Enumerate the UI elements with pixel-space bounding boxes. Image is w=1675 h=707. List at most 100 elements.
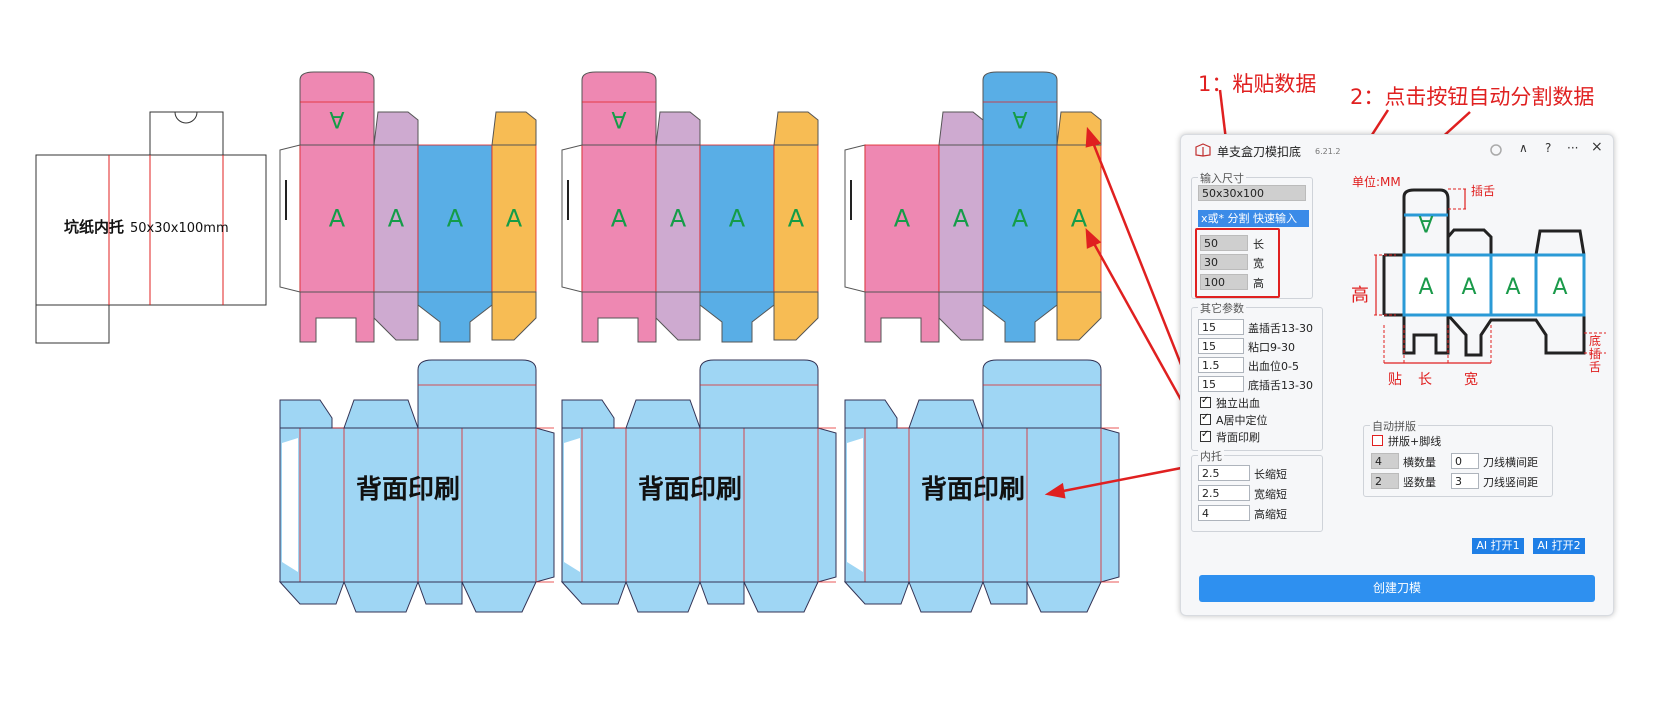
bottom-flap (699, 581, 745, 605)
top-flap (561, 399, 615, 429)
auto-layout-label: 自动拼版 (1370, 418, 1418, 434)
bottom-flap (560, 581, 627, 605)
top-lid (982, 71, 1058, 146)
help-button[interactable]: ? (1545, 141, 1552, 155)
top-flap (279, 399, 333, 429)
h-gap-input[interactable]: 0 (1451, 453, 1479, 469)
layout-footline-checkbox[interactable] (1372, 435, 1383, 446)
box-panel (373, 144, 419, 293)
bottom-flap (982, 581, 1028, 605)
top-flap (343, 399, 419, 429)
back-body (561, 427, 837, 583)
dust-flap (491, 111, 537, 146)
glue-flap (844, 144, 866, 293)
h-count-input[interactable]: 4 (1371, 453, 1399, 469)
bottom-flap (938, 291, 984, 341)
glue-flap (561, 144, 583, 293)
back-print-label: 背面印刷 (356, 475, 460, 505)
ai-open-2-button[interactable]: AI 打开2 (1533, 538, 1585, 554)
back-glue (282, 438, 298, 572)
tray-width-input[interactable]: 2.5 (1198, 485, 1250, 501)
annotation-step1: 1：粘贴数据 (1198, 72, 1317, 96)
top-lid (299, 71, 375, 146)
bottom-flap (299, 291, 375, 343)
bottom-flap (982, 291, 1058, 343)
box-panel (938, 144, 984, 293)
bottom-tongue-input[interactable]: 15 (1198, 376, 1244, 392)
panel-letter: A (611, 205, 628, 233)
input-size-label: 输入尺寸 (1198, 170, 1246, 186)
tray-length-input[interactable]: 2.5 (1198, 465, 1250, 481)
panel-letter: A (1071, 205, 1088, 233)
bottom-flap (343, 581, 419, 613)
height-input[interactable]: 100 (1200, 274, 1248, 290)
dust-flap (773, 111, 819, 146)
v-gap-input[interactable]: 3 (1451, 473, 1479, 489)
width-input[interactable]: 30 (1200, 254, 1248, 270)
panel-letter: A (329, 205, 346, 233)
box-panel (773, 144, 819, 293)
bottom-flap (773, 291, 819, 341)
unit-label: 单位:MM (1352, 175, 1401, 189)
tray-height-input[interactable]: 4 (1198, 505, 1250, 521)
box-panel (299, 144, 375, 293)
bottom-flap (625, 581, 701, 613)
back-print-label: 背面印刷 (1216, 431, 1260, 444)
tray-width-label: 宽缩短 (1254, 488, 1287, 501)
panel-letter: A (506, 205, 523, 233)
tray-label: 坑纸内托 (64, 218, 124, 236)
bottom-flap (743, 581, 819, 613)
tray-group: 内托 (1191, 448, 1323, 532)
app-window: 单支盒刀模扣底 6.21.2 ∧ ? ··· × 输入尺寸 50x30x100 … (1180, 134, 1614, 616)
bleed-label: 出血位0-5 (1248, 360, 1299, 373)
paste-size-input[interactable]: 50x30x100 (1198, 185, 1306, 201)
back-print-label: 背面印刷 (921, 475, 1025, 505)
top-flap (908, 399, 984, 429)
separate-bleed-label: 独立出血 (1216, 397, 1260, 410)
glue-label: 粘口9-30 (1248, 341, 1295, 354)
svg-text:A: A (1552, 275, 1567, 300)
svg-text:A: A (1505, 275, 1520, 300)
diagram-height-label: 高 (1351, 285, 1369, 306)
more-button[interactable]: ··· (1567, 141, 1579, 155)
tray-group-label: 内托 (1198, 448, 1224, 464)
top-flap (844, 399, 898, 429)
dimension-box-highlight (1195, 228, 1280, 298)
create-dieline-button[interactable]: 创建刀模 (1199, 575, 1595, 602)
separate-bleed-checkbox[interactable] (1200, 395, 1211, 408)
tray-length-label: 长缩短 (1254, 468, 1287, 481)
bleed-input[interactable]: 1.5 (1198, 357, 1244, 373)
length-input[interactable]: 50 (1200, 235, 1248, 251)
back-print-box-dieline: 背面印刷 (843, 359, 1120, 613)
panel-letter: A (670, 205, 687, 233)
diagram-width-label: 宽 (1464, 372, 1478, 388)
back-body (844, 427, 1120, 583)
lid-letter: A (611, 106, 626, 131)
bottom-flap (417, 291, 493, 343)
panel-letter: A (788, 205, 805, 233)
glue-input[interactable]: 15 (1198, 338, 1244, 354)
top-lid (417, 359, 537, 429)
back-print-box-dieline: 背面印刷 (560, 359, 837, 613)
tray-dieline (35, 111, 267, 344)
height-label: 高 (1253, 277, 1264, 290)
quick-split-button[interactable]: x或* 分割 快速输入 (1198, 210, 1309, 227)
input-size-group: 输入尺寸 (1191, 170, 1313, 299)
top-tongue-input[interactable]: 15 (1198, 319, 1244, 335)
top-lid (699, 359, 819, 429)
v-gap-label: 刀线竖间距 (1483, 476, 1538, 489)
panel-letter: A (447, 205, 464, 233)
box-panel (417, 144, 493, 293)
ai-open-1-button[interactable]: AI 打开1 (1472, 538, 1524, 554)
collapse-button[interactable]: ∧ (1519, 141, 1528, 155)
dust-flap (655, 111, 701, 146)
center-a-checkbox[interactable] (1200, 412, 1211, 425)
back-print-checkbox[interactable] (1200, 429, 1211, 442)
close-button[interactable]: × (1591, 139, 1603, 155)
top-lid (581, 71, 657, 146)
box-panel (1056, 144, 1102, 293)
app-title: 单支盒刀模扣底 (1217, 145, 1302, 159)
svg-text:A: A (1461, 275, 1476, 300)
bottom-flap (655, 291, 701, 341)
v-count-input[interactable]: 2 (1371, 473, 1399, 489)
